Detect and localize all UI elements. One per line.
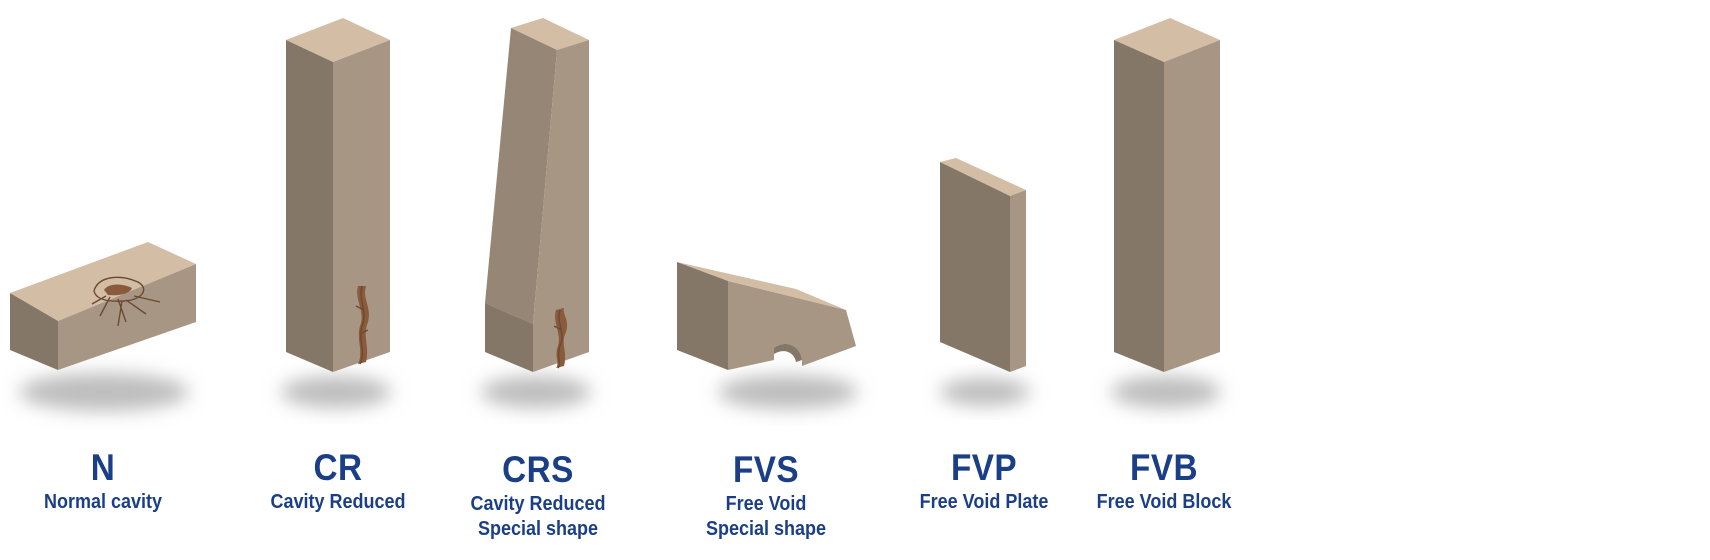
tapered-block-with-crack-icon xyxy=(481,18,591,408)
caption-cr: CR Cavity Reduced xyxy=(228,446,448,515)
tall-block-icon xyxy=(1111,18,1221,408)
block-shadow xyxy=(1111,376,1221,408)
caption-n: N Normal cavity xyxy=(0,446,213,515)
front-face xyxy=(58,264,196,370)
crack-mark xyxy=(553,308,568,369)
left-face xyxy=(10,293,58,370)
top-face xyxy=(940,158,1026,196)
flat-block-with-cavity-icon xyxy=(10,242,196,411)
front-face xyxy=(533,40,589,372)
block-code: CRS xyxy=(502,449,574,490)
top-face xyxy=(1114,18,1220,62)
crack-mark xyxy=(355,285,369,365)
front-face-with-arch xyxy=(728,281,856,370)
top-face xyxy=(286,18,390,62)
top-face xyxy=(10,242,196,321)
arch-shade xyxy=(774,344,802,362)
block-description: Free Void Block xyxy=(1096,491,1232,513)
tall-block-with-crack-icon xyxy=(281,18,391,408)
block-shadow xyxy=(940,378,1030,406)
caption-fvb: FVB Free Void Block xyxy=(1054,446,1274,515)
front-face xyxy=(940,162,1010,372)
block-shadow xyxy=(481,376,591,408)
block-description: Free Void Plate xyxy=(919,491,1049,513)
front-face xyxy=(1164,40,1220,372)
front-face xyxy=(333,40,390,372)
block-description: Cavity Reduced Special shape xyxy=(470,493,606,540)
left-face xyxy=(677,262,728,370)
block-code: FVB xyxy=(1130,447,1198,488)
block-shadow xyxy=(718,375,858,409)
sloped-top-face xyxy=(677,262,846,310)
left-face xyxy=(286,40,333,372)
tapered-left-face xyxy=(485,28,557,324)
block-code: FVP xyxy=(950,447,1018,488)
cavity-mark xyxy=(91,276,161,327)
caption-crs: CRS Cavity Reduced Special shape xyxy=(428,448,648,542)
block-description: Cavity Reduced xyxy=(270,491,406,513)
caption-fvs: FVS Free Void Special shape xyxy=(656,448,876,542)
left-face xyxy=(1114,40,1164,372)
block-description: Normal cavity xyxy=(43,491,163,513)
sloped-arch-block-icon xyxy=(677,262,858,409)
block-code: CR xyxy=(313,447,363,488)
side-face xyxy=(1010,190,1026,372)
block-code: FVS xyxy=(732,449,800,490)
thin-plate-icon xyxy=(940,158,1030,406)
block-shadow xyxy=(19,373,189,411)
block-shadow xyxy=(281,376,391,408)
caption-fvp: FVP Free Void Plate xyxy=(874,446,1094,515)
block-code: N xyxy=(90,447,116,488)
top-face xyxy=(511,18,589,50)
block-description: Free Void Special shape xyxy=(705,493,827,540)
lower-left-face xyxy=(485,303,533,372)
